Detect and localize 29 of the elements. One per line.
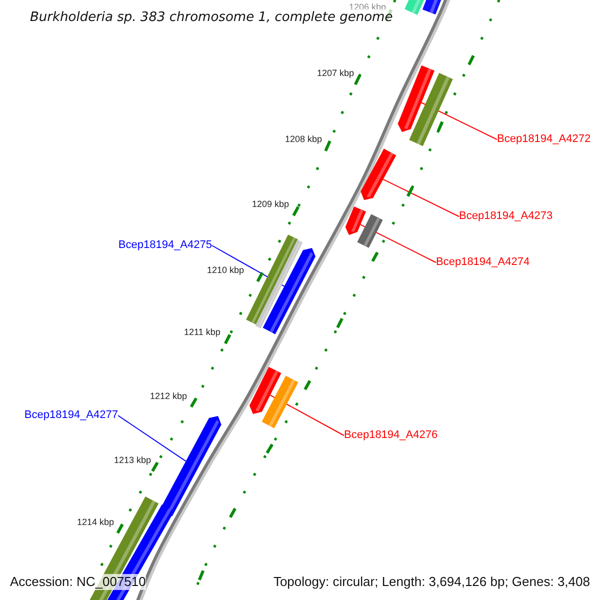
gene-feature — [262, 248, 316, 334]
tick-label: 1208 kbp — [285, 134, 322, 145]
gene-label: Bcep18194_A4277 — [24, 409, 118, 422]
tick-label: 1209 kbp — [252, 199, 290, 210]
gene-bar — [422, 0, 443, 15]
footer-text: Accession: NC_007510 — [10, 574, 146, 590]
tick-label: 1211 kbp — [184, 327, 220, 338]
gene-feature — [345, 206, 366, 235]
title: Burkholderia sp. 383 chromosome 1, complete genome — [28, 9, 395, 27]
tick-label: 1213 kbp — [114, 455, 152, 466]
gene-feature — [360, 148, 396, 200]
gene-feature — [160, 416, 222, 516]
gene-bar — [262, 376, 298, 428]
tick-label: 1214 kbp — [77, 517, 114, 528]
gene-label: Bcep18194_A4274 — [436, 256, 530, 269]
leader-line — [382, 178, 460, 217]
gene-label: Bcep18194_A4275 — [118, 239, 212, 252]
footer-text: Topology: circular; Length: 3,694,126 bp; Genes: 3,408 — [273, 574, 590, 590]
tick-label: 1210 kbp — [207, 265, 244, 276]
gene-bar — [357, 214, 383, 248]
tick-label: 1207 kbp — [317, 68, 354, 79]
gene-label: Bcep18194_A4272 — [497, 133, 591, 146]
leader-line — [118, 415, 186, 462]
gene-label: Bcep18194_A4273 — [459, 210, 553, 223]
tick-label: 1212 kbp — [150, 391, 188, 402]
gene-label: Bcep18194_A4276 — [344, 429, 438, 442]
gene-bar — [404, 0, 426, 15]
gene-bar — [409, 72, 453, 146]
leader-line — [360, 224, 436, 263]
